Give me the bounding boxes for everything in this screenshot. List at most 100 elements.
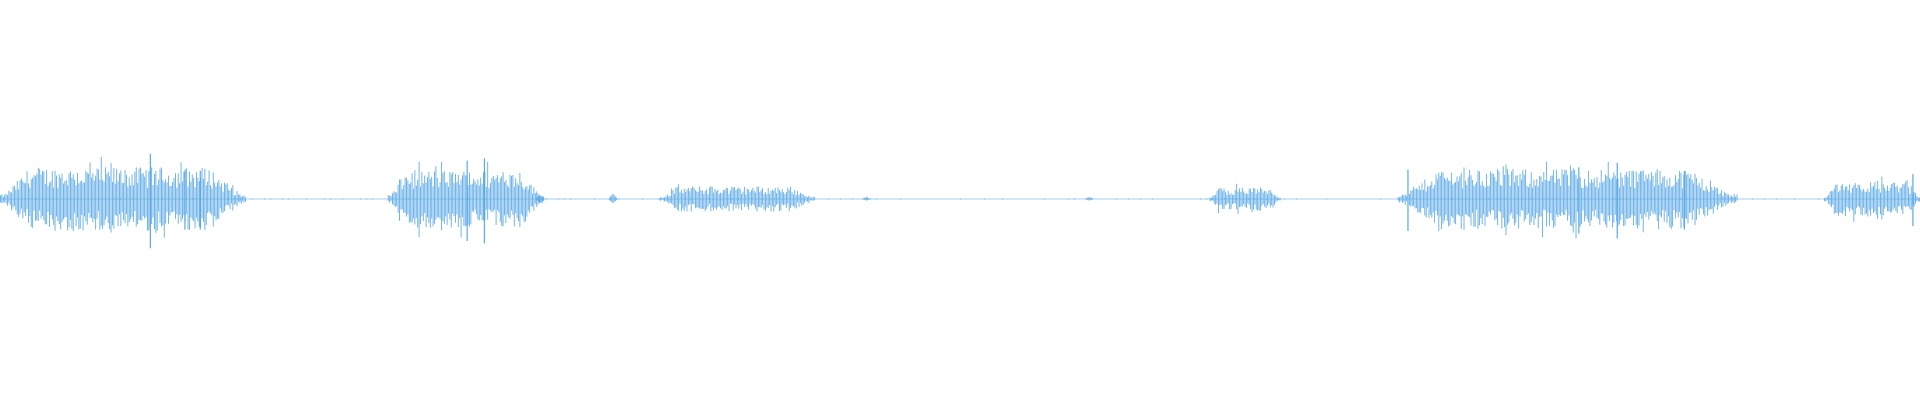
waveform-bar <box>1679 170 1681 212</box>
waveform-bar <box>477 179 479 220</box>
waveform-bar <box>1902 184 1904 214</box>
waveform-bar <box>1241 187 1243 207</box>
waveform-bar <box>467 185 469 225</box>
waveform-bar <box>1485 173 1487 217</box>
waveform-bar <box>189 171 190 231</box>
waveform-bar <box>523 189 525 222</box>
waveform-bar <box>161 167 162 227</box>
waveform-bar <box>1554 182 1556 226</box>
waveform-bar <box>1471 179 1473 213</box>
waveform-bar <box>1905 181 1907 207</box>
waveform-bar <box>1735 196 1737 203</box>
waveform-bar <box>51 171 53 220</box>
waveform-bar <box>1623 185 1625 226</box>
waveform-bar <box>1533 179 1535 226</box>
waveform-bar <box>116 168 118 216</box>
waveform-bar <box>196 172 197 218</box>
waveform-bar <box>1644 181 1646 215</box>
waveform-bar <box>680 189 682 212</box>
waveform-bar <box>1826 196 1828 201</box>
waveform-bar <box>154 174 155 229</box>
waveform-bar <box>1863 188 1865 208</box>
waveform-bar <box>1279 197 1281 201</box>
waveform-bar <box>1648 174 1650 220</box>
waveform-noise <box>1488 198 1489 200</box>
waveform-noise <box>1722 198 1723 200</box>
waveform-bar <box>1854 183 1856 215</box>
waveform-bar <box>755 192 757 209</box>
waveform-bar <box>1449 181 1451 226</box>
waveform-bar <box>1916 196 1918 201</box>
waveform-bar <box>1673 185 1675 211</box>
waveform-noise <box>324 198 325 200</box>
waveform-bar <box>1275 195 1277 203</box>
waveform-bar <box>509 174 511 219</box>
waveform-bar <box>703 194 705 210</box>
waveform-bar <box>1712 190 1714 214</box>
waveform-bar <box>28 183 29 223</box>
waveform-peak <box>1407 169 1409 232</box>
waveform-bar <box>404 177 406 213</box>
waveform-bar <box>512 174 514 215</box>
waveform-noise <box>1902 198 1903 200</box>
waveform-bar <box>1544 179 1546 211</box>
waveform-bar <box>505 179 507 223</box>
waveform-bar <box>187 186 189 230</box>
waveform-bar <box>717 189 719 208</box>
waveform-bar <box>1665 187 1667 211</box>
waveform-noise <box>1764 198 1765 200</box>
waveform-bar <box>1258 192 1260 211</box>
waveform-bar <box>1901 187 1902 210</box>
waveform-noise <box>24 198 25 200</box>
waveform-bar <box>1892 182 1894 210</box>
waveform-bar <box>1540 176 1542 217</box>
waveform-bar <box>711 186 713 208</box>
waveform-bar <box>491 177 493 213</box>
waveform-bar <box>787 187 789 204</box>
waveform-noise <box>690 198 691 200</box>
waveform-noise <box>1752 198 1753 200</box>
waveform-bar <box>224 182 225 212</box>
waveform-bar <box>1878 188 1880 207</box>
waveform-bar <box>1460 172 1462 229</box>
waveform-bar <box>1714 186 1716 208</box>
waveform-bar <box>1403 195 1405 202</box>
waveform-bar <box>1487 186 1489 217</box>
waveform-blip <box>1087 197 1089 201</box>
waveform-bar <box>1874 182 1876 212</box>
waveform-bar <box>1898 192 1900 207</box>
waveform-bar <box>1455 181 1457 225</box>
waveform-bar <box>1481 181 1483 225</box>
waveform-bar <box>1669 177 1671 227</box>
waveform-noise <box>1248 198 1249 200</box>
waveform-noise <box>522 198 523 200</box>
waveform-bar <box>1630 186 1632 218</box>
waveform-blip <box>613 195 615 203</box>
waveform-bar <box>804 196 806 203</box>
waveform-noise <box>1224 198 1225 200</box>
waveform-bar <box>1399 197 1401 203</box>
waveform-noise <box>546 198 547 200</box>
waveform-bar <box>780 192 782 211</box>
waveform-bar <box>407 180 409 215</box>
waveform-bar <box>1628 170 1630 219</box>
waveform-bar <box>1672 186 1674 227</box>
waveform-noise <box>618 198 619 200</box>
waveform-bar <box>1711 187 1713 210</box>
waveform-bar <box>86 172 88 225</box>
waveform-noise <box>570 198 571 200</box>
waveform-bar <box>1609 177 1611 221</box>
waveform-bar <box>478 185 480 221</box>
waveform-bar <box>208 170 210 212</box>
waveform-bar <box>759 192 761 208</box>
waveform-bar <box>217 182 218 219</box>
waveform-bar <box>1637 181 1639 229</box>
waveform-bar <box>1408 193 1410 206</box>
waveform-bar <box>1547 180 1549 213</box>
waveform-bar <box>488 187 490 210</box>
waveform-bar <box>1641 171 1643 219</box>
waveform-bar <box>692 186 694 205</box>
waveform-bar <box>387 195 389 202</box>
waveform-bar <box>774 187 776 208</box>
